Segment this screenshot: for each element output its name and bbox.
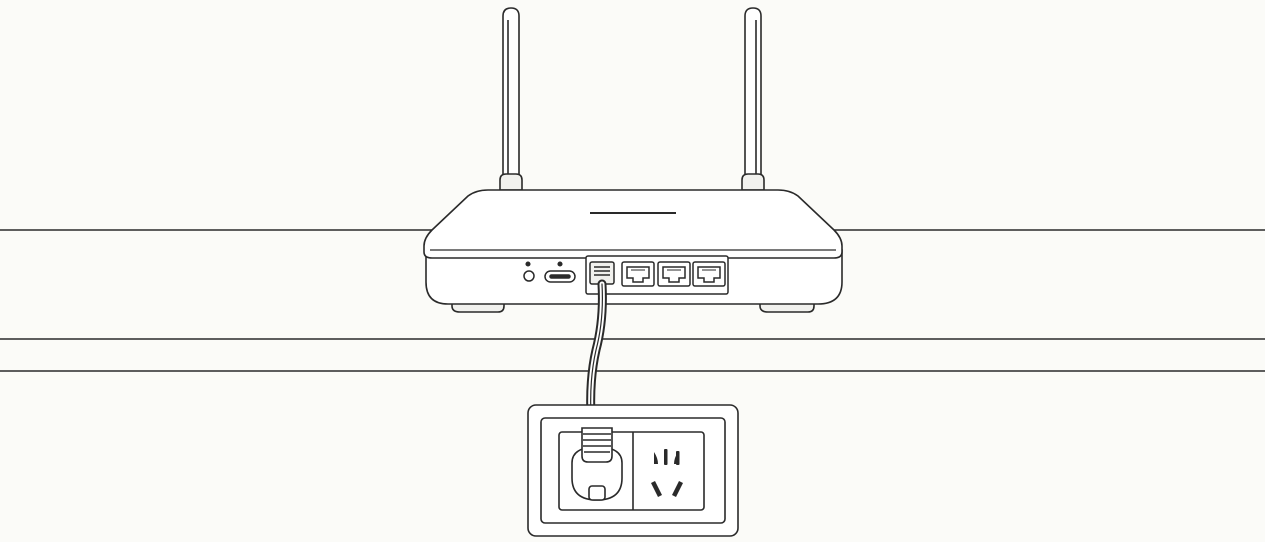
ethernet-port-icon	[621, 261, 655, 287]
led-indicator-1	[525, 261, 531, 267]
ethernet-port-icon	[657, 261, 691, 287]
power-plug-icon	[571, 427, 623, 501]
router-front-details	[523, 255, 729, 295]
router-icon	[423, 189, 843, 313]
outlet-socket-right	[651, 449, 683, 497]
ethernet-port-icon	[692, 261, 726, 287]
reset-button-icon	[523, 270, 535, 282]
antenna-right	[741, 7, 765, 191]
power-port-icon	[589, 261, 615, 285]
antenna-left	[499, 7, 523, 191]
router-top-cover	[423, 189, 843, 259]
power-outlet-icon	[527, 404, 739, 537]
led-indicator-2	[557, 261, 563, 267]
